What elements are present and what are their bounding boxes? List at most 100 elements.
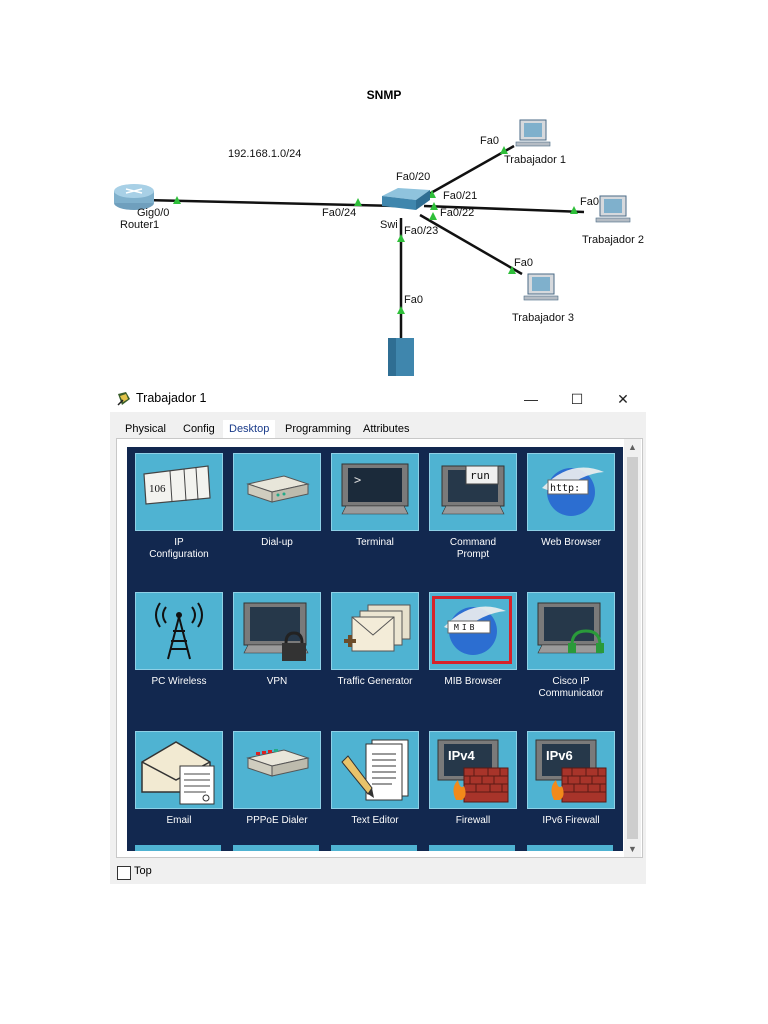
desktop-panel: 106 IP Configuration Dial-up xyxy=(116,438,643,858)
modem-icon xyxy=(233,453,321,531)
app-pc-wireless[interactable]: PC Wireless xyxy=(135,592,223,722)
selected-highlight xyxy=(432,596,512,664)
pc1-port-label: Fa0 xyxy=(480,135,499,147)
svg-text:run: run xyxy=(470,469,490,482)
status-light-icon xyxy=(429,212,437,220)
app-label-mib-browser: MIB Browser xyxy=(444,676,502,687)
app-label-ip-configuration: IP Configuration xyxy=(149,537,209,560)
status-light-icon xyxy=(570,206,578,214)
text-editor-icon xyxy=(331,731,419,809)
switch-port-fa0-20-label: Fa0/20 xyxy=(396,171,430,183)
pc-icon xyxy=(595,195,631,223)
svg-text:MIB: MIB xyxy=(454,623,477,632)
status-light-icon xyxy=(500,146,508,154)
app-email[interactable]: Email xyxy=(135,731,223,851)
desktop-app-grid: 106 IP Configuration Dial-up xyxy=(127,447,623,851)
minimize-button[interactable]: — xyxy=(524,391,538,407)
document-title: SNMP xyxy=(366,88,402,102)
vpn-lock-icon xyxy=(233,592,321,670)
app-tile-partial[interactable] xyxy=(233,845,319,851)
switch-port-fa0-22-label: Fa0/22 xyxy=(440,207,474,219)
pc-icon xyxy=(523,273,559,301)
network-topology-diagram: 192.168.1.0/24 Gig0/0 Router1 Fa0/24 Fa0… xyxy=(114,119,644,376)
tab-physical[interactable]: Physical xyxy=(119,420,172,438)
tab-desktop[interactable]: Desktop xyxy=(223,420,276,439)
email-icon xyxy=(135,731,223,809)
scroll-up-arrow-icon[interactable]: ▲ xyxy=(628,442,637,452)
packet-tracer-app-icon xyxy=(117,392,130,406)
status-light-icon xyxy=(354,198,362,206)
top-checkbox[interactable] xyxy=(117,866,131,880)
router-icon xyxy=(114,184,154,210)
app-firewall[interactable]: IPv4 Firewall xyxy=(429,731,517,851)
app-mib-browser[interactable]: MIB MIB Browser xyxy=(429,592,517,722)
scroll-down-arrow-icon[interactable]: ▼ xyxy=(628,844,637,854)
app-tile-partial[interactable] xyxy=(135,845,221,851)
ipv6-firewall-icon: IPv6 xyxy=(527,731,615,809)
app-label-traffic-generator: Traffic Generator xyxy=(337,676,413,687)
top-checkbox-label: Top xyxy=(134,865,152,877)
app-dial-up[interactable]: Dial-up xyxy=(233,453,321,583)
command-prompt-icon: run xyxy=(429,453,517,531)
app-traffic-generator[interactable]: Traffic Generator xyxy=(331,592,419,722)
app-label-email: Email xyxy=(166,815,192,826)
status-light-icon xyxy=(173,196,181,204)
link-switch-pc3 xyxy=(419,213,523,276)
svg-text:106: 106 xyxy=(149,483,166,495)
status-light-icon xyxy=(397,306,405,314)
app-ipv6-firewall[interactable]: IPv6 IPv6 Firewall xyxy=(527,731,615,851)
mib-browser-icon: MIB xyxy=(429,592,517,670)
app-web-browser[interactable]: http: Web Browser xyxy=(527,453,615,583)
pc1-name-label: Trabajador 1 xyxy=(504,154,566,166)
pc2-name-label: Trabajador 2 xyxy=(582,234,644,246)
pc2-port-label: Fa0 xyxy=(580,196,599,208)
app-label-dial-up: Dial-up xyxy=(261,537,293,548)
switch-port-fa0-21-label: Fa0/21 xyxy=(443,190,477,202)
link-status-indicators xyxy=(173,146,578,314)
ip-configuration-icon: 106 xyxy=(135,453,223,531)
maximize-button[interactable]: ☐ xyxy=(570,390,584,407)
app-tile-partial[interactable] xyxy=(331,845,417,851)
app-label-vpn: VPN xyxy=(266,676,288,687)
app-vpn[interactable]: VPN xyxy=(233,592,321,722)
app-label-web-browser: Web Browser xyxy=(541,537,601,548)
status-light-icon xyxy=(508,266,516,274)
app-tile-partial[interactable] xyxy=(527,845,613,851)
tab-attributes[interactable]: Attributes xyxy=(357,420,416,438)
firewall-icon: IPv4 xyxy=(429,731,517,809)
app-label-command-prompt: Command Prompt xyxy=(449,537,497,560)
link-router-switch xyxy=(143,198,397,208)
app-terminal[interactable]: > Terminal xyxy=(331,453,419,583)
pppoe-dialer-icon xyxy=(233,731,321,809)
tab-config[interactable]: Config xyxy=(177,420,221,438)
pc3-port-label: Fa0 xyxy=(514,257,533,269)
vertical-scrollbar[interactable]: ▲ ▼ xyxy=(624,439,641,857)
app-ip-configuration[interactable]: 106 IP Configuration xyxy=(135,453,223,583)
ip-communicator-icon xyxy=(527,592,615,670)
app-tile-partial[interactable] xyxy=(429,845,515,851)
app-label-pc-wireless: PC Wireless xyxy=(151,676,207,687)
app-pppoe-dialer[interactable]: PPPoE Dialer xyxy=(233,731,321,851)
status-light-icon xyxy=(430,202,438,210)
web-browser-icon: http: xyxy=(527,453,615,531)
scrollbar-thumb[interactable] xyxy=(627,457,638,839)
server-port-label: Fa0 xyxy=(404,294,423,306)
app-label-terminal: Terminal xyxy=(356,537,394,548)
app-label-cisco-ip-communicator: Cisco IP Communicator xyxy=(538,676,604,699)
switch-port-fa0-24-label: Fa0/24 xyxy=(322,207,356,219)
network-address-label: 192.168.1.0/24 xyxy=(228,148,301,160)
close-button[interactable]: ✕ xyxy=(617,390,629,407)
app-cisco-ip-communicator[interactable]: Cisco IP Communicator xyxy=(527,592,615,722)
svg-text:IPv6: IPv6 xyxy=(546,748,573,763)
switch-icon xyxy=(382,188,430,210)
app-label-pppoe-dialer: PPPoE Dialer xyxy=(246,815,308,826)
pc-window: Trabajador 1 — ☐ ✕ Physical Config Deskt… xyxy=(110,386,646,884)
pc3-name-label: Trabajador 3 xyxy=(512,312,574,324)
window-titlebar[interactable]: Trabajador 1 — ☐ ✕ xyxy=(110,386,646,412)
app-text-editor[interactable]: Text Editor xyxy=(331,731,419,851)
app-command-prompt[interactable]: run Command Prompt xyxy=(429,453,517,583)
app-label-ipv6-firewall: IPv6 Firewall xyxy=(542,815,600,826)
status-light-icon xyxy=(397,234,405,242)
tab-programming[interactable]: Programming xyxy=(279,420,358,438)
terminal-icon: > xyxy=(331,453,419,531)
